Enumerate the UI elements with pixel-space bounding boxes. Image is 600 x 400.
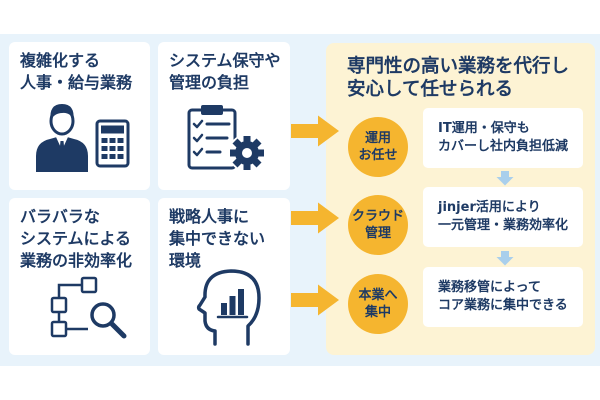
- clipboard-gear-icon: [187, 105, 266, 172]
- problem-line: 人事・給与業務: [20, 73, 133, 92]
- badge-line: 運用: [364, 131, 391, 146]
- badge-line: 集中: [364, 305, 391, 320]
- problem-card-fragmented-systems: バラバラな システムによる 業務の非効率化: [9, 198, 150, 355]
- badge-line: お任せ: [358, 148, 398, 163]
- badge-line: 本業へ: [358, 288, 398, 303]
- description-line: コア業務に集中できる: [438, 298, 568, 313]
- arrow-right-icon: [291, 284, 339, 316]
- problem-line: 複雑化する: [20, 51, 101, 70]
- problem-text: 複雑化する 人事・給与業務: [20, 50, 132, 94]
- gear-icon: [228, 134, 266, 172]
- description-line: 業務移管によって: [438, 280, 541, 295]
- problem-text: バラバラな システムによる 業務の非効率化: [20, 206, 132, 272]
- description-line: 一元管理・業務効率化: [438, 218, 569, 233]
- arrow-right-icon: [291, 202, 339, 234]
- problem-line: 環境: [169, 251, 202, 270]
- solution-title-line: 専門性の高い業務を代行し: [347, 56, 570, 77]
- solution-badge-focus: 本業へ 集中: [348, 274, 408, 334]
- problem-line: 集中できない: [169, 229, 266, 248]
- problem-card-strategic-hr: 戦略人事に 集中できない 環境: [158, 198, 290, 355]
- problem-text: システム保守や 管理の負担: [169, 50, 281, 94]
- solution-description-cloud: jinjer活用により 一元管理・業務効率化: [423, 187, 583, 247]
- description-line: IT運用・保守も: [438, 121, 530, 136]
- solution-badge-operations: 運用 お任せ: [348, 117, 408, 177]
- solution-title-line: 安心して任せられる: [347, 79, 513, 100]
- description-line: jinjer活用により: [438, 200, 541, 215]
- problem-text: 戦略人事に 集中できない 環境: [169, 206, 265, 272]
- problem-line: バラバラな: [20, 207, 100, 226]
- badge-line: クラウド: [351, 209, 404, 224]
- problem-card-maintenance-burden: システム保守や 管理の負担: [158, 42, 290, 190]
- person-calculator-icon: [36, 104, 130, 172]
- flowchart-magnifier-icon: [50, 276, 127, 339]
- badge-line: 管理: [364, 226, 391, 241]
- solution-title: 専門性の高い業務を代行し 安心して任せられる: [347, 55, 569, 101]
- solution-badge-cloud: クラウド 管理: [348, 195, 408, 255]
- problem-card-complex-payroll: 複雑化する 人事・給与業務: [9, 42, 150, 190]
- problem-line: 管理の負担: [169, 73, 250, 92]
- problem-line: システムによる: [20, 229, 132, 248]
- problem-line: 戦略人事に: [169, 207, 250, 226]
- problem-line: システム保守や: [169, 51, 281, 70]
- description-line: カバーし社内負担低減: [438, 139, 569, 154]
- arrow-down-icon: [496, 251, 514, 266]
- problem-line: 業務の非効率化: [20, 251, 133, 270]
- solution-description-operations: IT運用・保守も カバーし社内負担低減: [423, 108, 583, 168]
- head-bar-chart-icon: [196, 269, 261, 346]
- arrow-right-icon: [291, 115, 339, 147]
- arrow-down-icon: [496, 171, 514, 186]
- solution-description-focus: 業務移管によって コア業務に集中できる: [423, 267, 583, 327]
